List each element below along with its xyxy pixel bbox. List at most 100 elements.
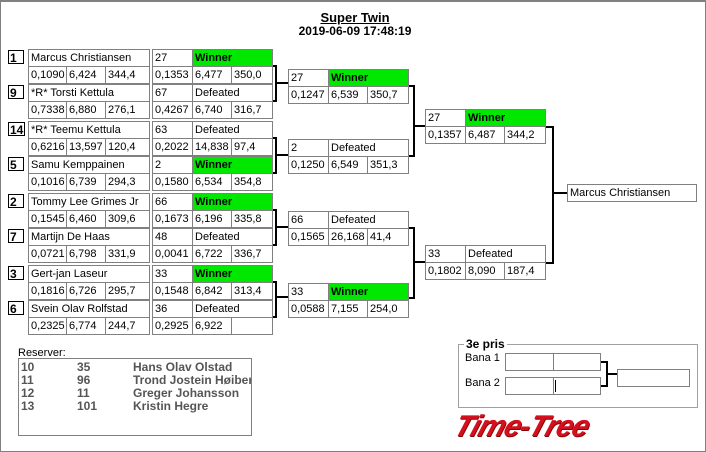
champion-name[interactable]: Marcus Christiansen bbox=[567, 184, 697, 202]
speed: 254,0 bbox=[367, 300, 409, 318]
speed: 313,4 bbox=[231, 282, 273, 300]
result-status: Winner bbox=[192, 193, 273, 211]
elapsed-time: 14,838 bbox=[192, 138, 232, 156]
lane1-label: Bana 1 bbox=[465, 352, 500, 364]
racer-name[interactable]: Gert-jan Laseur bbox=[28, 265, 150, 283]
racer-name[interactable]: Tommy Lee Grimes Jr bbox=[28, 193, 150, 211]
racer-name[interactable]: Svein Olav Rolfstad bbox=[28, 300, 150, 318]
elapsed-time: 8,090 bbox=[465, 262, 505, 280]
result-status: Defeated bbox=[192, 121, 273, 139]
elapsed-time: 6,880 bbox=[66, 101, 106, 119]
reaction-time: 0,2022 bbox=[152, 138, 193, 156]
speed bbox=[231, 317, 273, 335]
result-status: Defeated bbox=[192, 228, 273, 246]
connector bbox=[552, 126, 554, 264]
lane1-car-field[interactable] bbox=[505, 353, 554, 371]
reaction-time: 0,1353 bbox=[152, 66, 193, 84]
elapsed-time: 13,597 bbox=[66, 138, 106, 156]
lane1-result-field[interactable] bbox=[553, 353, 601, 371]
speed: 344,2 bbox=[504, 126, 546, 144]
connector bbox=[414, 125, 426, 127]
reserves-label: Reserver: bbox=[18, 347, 66, 359]
car-number: 2 bbox=[288, 139, 329, 157]
connector bbox=[276, 296, 288, 298]
third-place-group bbox=[458, 344, 698, 408]
lane2-result-field[interactable] bbox=[553, 377, 601, 395]
time-tree-logo: Time-Tree bbox=[449, 410, 594, 443]
reserve-name: Trond Jostein Høiberg bbox=[133, 373, 252, 387]
speed: 331,9 bbox=[105, 245, 150, 263]
reserve-car: 101 bbox=[77, 399, 98, 413]
racer-name[interactable]: *R* Torsti Kettula bbox=[28, 84, 150, 102]
reserve-pos: 10 bbox=[21, 360, 35, 374]
car-number: 48 bbox=[152, 228, 193, 246]
car-number: 27 bbox=[152, 49, 193, 67]
reaction-time: 0,1548 bbox=[152, 282, 193, 300]
car-number: 63 bbox=[152, 121, 193, 139]
elapsed-time: 6,798 bbox=[66, 245, 106, 263]
elapsed-time: 6,539 bbox=[328, 86, 368, 104]
speed: 295,7 bbox=[105, 282, 150, 300]
connector bbox=[409, 85, 415, 87]
racer-name[interactable]: Marcus Christiansen bbox=[28, 49, 150, 67]
speed: 335,8 bbox=[231, 210, 273, 228]
timestamp: 2019-06-09 17:48:19 bbox=[298, 24, 412, 38]
elapsed-time: 6,726 bbox=[66, 282, 106, 300]
elapsed-time: 6,424 bbox=[66, 66, 106, 84]
text-cursor bbox=[555, 380, 556, 392]
speed: 244,7 bbox=[105, 317, 150, 335]
reaction-time: 0,6216 bbox=[28, 138, 67, 156]
result-status: Defeated bbox=[192, 300, 273, 318]
speed: 97,4 bbox=[231, 138, 273, 156]
result-status: Defeated bbox=[192, 84, 273, 102]
connector bbox=[276, 154, 288, 156]
connector bbox=[413, 85, 415, 157]
reaction-time: 0,1250 bbox=[288, 156, 329, 174]
elapsed-time: 6,774 bbox=[66, 317, 106, 335]
connector bbox=[276, 82, 288, 84]
seed-badge: 9 bbox=[8, 85, 24, 100]
connector bbox=[409, 297, 415, 299]
reserve-name: Hans Olav Olstad bbox=[133, 360, 233, 374]
lane2-label: Bana 2 bbox=[465, 377, 500, 389]
reserve-pos: 12 bbox=[21, 386, 35, 400]
connector bbox=[414, 261, 426, 263]
reaction-time: 0,1247 bbox=[288, 86, 329, 104]
reserve-car: 96 bbox=[77, 373, 91, 387]
reserve-pos: 13 bbox=[21, 399, 35, 413]
car-number: 33 bbox=[288, 283, 329, 301]
elapsed-time: 6,739 bbox=[66, 173, 106, 191]
reaction-time: 0,0041 bbox=[152, 245, 193, 263]
elapsed-time: 6,534 bbox=[192, 173, 232, 191]
car-number: 67 bbox=[152, 84, 193, 102]
speed: 336,7 bbox=[231, 245, 273, 263]
elapsed-time: 6,549 bbox=[328, 156, 368, 174]
racer-name[interactable]: *R* Teemu Kettula bbox=[28, 121, 150, 139]
elapsed-time: 6,487 bbox=[465, 126, 505, 144]
elapsed-time: 6,842 bbox=[192, 282, 232, 300]
elapsed-time: 6,740 bbox=[192, 101, 232, 119]
result-status: Defeated bbox=[328, 139, 409, 157]
result-status: Winner bbox=[192, 49, 273, 67]
seed-badge: 14 bbox=[8, 122, 25, 137]
racer-name[interactable]: Martijn De Haas bbox=[28, 228, 150, 246]
seed-badge: 7 bbox=[8, 229, 24, 244]
car-number: 66 bbox=[288, 211, 329, 229]
connector bbox=[546, 262, 554, 264]
racer-name[interactable]: Samu Kemppainen bbox=[28, 156, 150, 174]
seed-badge: 1 bbox=[8, 50, 24, 65]
lane2-car-field[interactable] bbox=[505, 377, 554, 395]
reaction-time: 0,2325 bbox=[28, 317, 67, 335]
speed: 276,1 bbox=[105, 101, 150, 119]
car-number: 66 bbox=[152, 193, 193, 211]
connector bbox=[276, 226, 288, 228]
third-place-winner-field[interactable] bbox=[617, 369, 690, 387]
seed-badge: 2 bbox=[8, 194, 24, 209]
reaction-time: 0,1565 bbox=[288, 228, 329, 246]
elapsed-time: 7,155 bbox=[328, 300, 368, 318]
reaction-time: 0,0588 bbox=[288, 300, 329, 318]
connector bbox=[409, 227, 415, 229]
speed: 354,8 bbox=[231, 173, 273, 191]
reaction-time: 0,1090 bbox=[28, 66, 67, 84]
